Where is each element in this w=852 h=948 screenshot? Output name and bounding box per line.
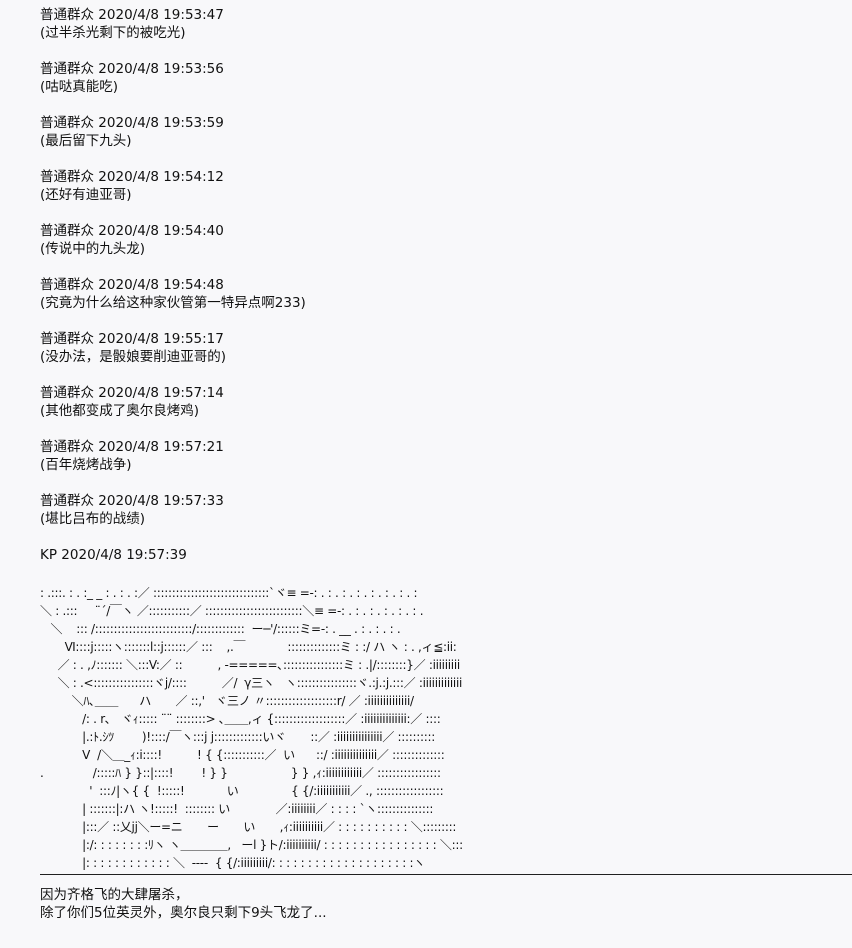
author: 普通群众	[40, 385, 94, 401]
message-text: (咕哒真能吃)	[40, 79, 119, 95]
message-text: (还好有迪亚哥)	[40, 187, 132, 203]
art-line: : .:::. : . :_ _ : . : . :／ ::::::::::::…	[40, 586, 418, 600]
chat-message: 普通群众 2020/4/8 19:54:48 (究竟为什么给这种家伙管第一特异点啊…	[40, 276, 306, 330]
chat-message: 普通群众 2020/4/8 19:53:59 (最后留下九头)	[40, 114, 306, 168]
message-text: (堪比吕布的战绩)	[40, 511, 146, 527]
ascii-art: : .:::. : . :_ _ : . : . :／ ::::::::::::…	[40, 584, 852, 872]
author: 普通群众	[40, 439, 94, 455]
author: 普通群众	[40, 115, 94, 131]
narration: 因为齐格飞的大肆屠杀， 除了你们5位英灵外，奥尔良只剩下9头飞龙了...	[40, 886, 327, 922]
art-line: |:/: : : : : : : :ﾘヽ ヽ＿＿＿＿, ーl }ト/:iiiii…	[40, 838, 463, 852]
art-line: |: : : : : : : : : : : : ＼ ---- { {/:iii…	[40, 856, 425, 870]
kp-header: KP 2020/4/8 19:57:39	[40, 546, 187, 564]
author: 普通群众	[40, 493, 94, 509]
message-text: (最后留下九头)	[40, 133, 132, 149]
art-line: ／ : . ,ﾉ::::::: ＼:::V:／ :: , -=====､::::…	[40, 658, 461, 672]
chat-message: 普通群众 2020/4/8 19:57:33 (堪比吕布的战绩)	[40, 492, 306, 546]
author: 普通群众	[40, 169, 94, 185]
message-text: (过半杀光剩下的被吃光)	[40, 25, 186, 41]
timestamp: 2020/4/8 19:53:59	[98, 115, 224, 131]
author: 普通群众	[40, 277, 94, 293]
chat-message: 普通群众 2020/4/8 19:54:12 (还好有迪亚哥)	[40, 168, 306, 222]
timestamp: 2020/4/8 19:54:40	[98, 223, 224, 239]
art-line: ＼ : .<::::::::::::::::ヾj/:::: ／/ γ三ヽ ヽ::…	[40, 676, 463, 690]
art-line: | :::::::|:ハ ヽ!:::::! :::::::: い ／:iiiii…	[40, 802, 434, 816]
message-text: (究竟为什么给这种家伙管第一特异点啊233)	[40, 295, 306, 311]
message-text: (百年烧烤战争)	[40, 457, 132, 473]
art-line: /: . r､ ヾｨ::::: ¨¨ ::::::::> ､＿＿,ィ {::::…	[40, 712, 441, 726]
timestamp: 2020/4/8 19:57:33	[98, 493, 224, 509]
chat-log: 普通群众 2020/4/8 19:53:47 (过半杀光剩下的被吃光) 普通群众 …	[40, 6, 306, 546]
chat-message: 普通群众 2020/4/8 19:57:21 (百年烧烤战争)	[40, 438, 306, 492]
chat-message: 普通群众 2020/4/8 19:57:14 (其他都变成了奥尔良烤鸡)	[40, 384, 306, 438]
art-line: V /＼＿_ｨ:i::::! ! { {:::::::::::／ い ::/ :…	[40, 748, 445, 762]
art-line: |.:ﾄ.ｼﾂ )!::::/￣ヽ:::j j:::::::::::::いヾ :…	[40, 730, 435, 744]
art-line: |:::／ ::乂jj＼ー=ニ ー い ,ｨ:iiiiiiiiii／ : : :…	[40, 820, 457, 834]
art-line: ' :::ﾉ|ヽ{ { !:::::! い { {/:iiiiiiiiiii／ …	[40, 784, 444, 798]
narration-line: 因为齐格飞的大肆屠杀，	[40, 887, 189, 903]
timestamp: 2020/4/8 19:57:21	[98, 439, 224, 455]
chat-message: 普通群众 2020/4/8 19:55:17 (没办法，是骰娘要削迪亚哥的)	[40, 330, 306, 384]
timestamp: 2020/4/8 19:57:39	[61, 547, 187, 563]
author: 普通群众	[40, 61, 94, 77]
message-text: (没办法，是骰娘要削迪亚哥的)	[40, 349, 227, 365]
timestamp: 2020/4/8 19:53:47	[98, 7, 224, 23]
timestamp: 2020/4/8 19:53:56	[98, 61, 224, 77]
art-line: ＼ : .::: ¨´/￣ヽ ／:::::::::::／ :::::::::::…	[40, 604, 424, 618]
author: 普通群众	[40, 331, 94, 347]
art-line: Ⅵ::::j:::::ヽ:::::::l::j::::::／ ::: ,.￣ :…	[40, 640, 457, 654]
chat-message: 普通群众 2020/4/8 19:53:47 (过半杀光剩下的被吃光)	[40, 6, 306, 60]
timestamp: 2020/4/8 19:54:12	[98, 169, 224, 185]
art-line: ＼ ::: /::::::::::::::::::::::::::/::::::…	[40, 622, 401, 636]
message-text: (传说中的九头龙)	[40, 241, 146, 257]
timestamp: 2020/4/8 19:55:17	[98, 331, 224, 347]
chat-message: 普通群众 2020/4/8 19:54:40 (传说中的九头龙)	[40, 222, 306, 276]
divider: ――――――――――――――――――――――――――――――――――――――――…	[40, 867, 852, 882]
timestamp: 2020/4/8 19:54:48	[98, 277, 224, 293]
message-text: (其他都变成了奥尔良烤鸡)	[40, 403, 200, 419]
art-line: . /:::::ﾊ } }::|::::! ! } } } } ,ｨ:iiiii…	[40, 766, 441, 780]
author: KP	[40, 547, 57, 563]
narration-line: 除了你们5位英灵外，奥尔良只剩下9头飞龙了...	[40, 905, 327, 921]
chat-message: 普通群众 2020/4/8 19:53:56 (咕哒真能吃)	[40, 60, 306, 114]
author: 普通群众	[40, 7, 94, 23]
author: 普通群众	[40, 223, 94, 239]
art-line: ＼ﾊ､＿＿ ハ ／ ::,' ヾ三ノ 〃:::::::::::::::::::r…	[40, 694, 414, 708]
timestamp: 2020/4/8 19:57:14	[98, 385, 224, 401]
